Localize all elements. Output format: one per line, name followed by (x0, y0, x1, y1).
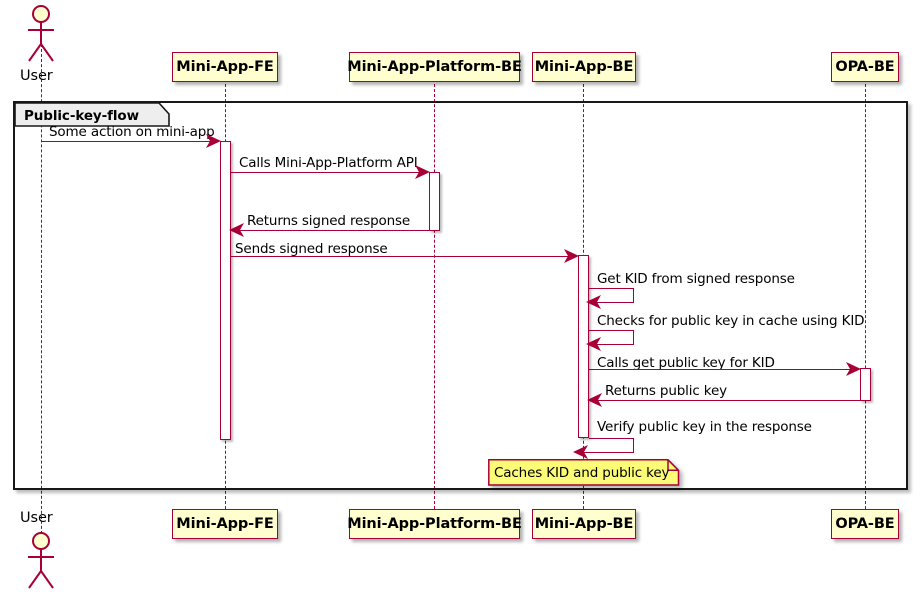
lifeline-opa-be (865, 84, 866, 509)
message-line-4 (231, 256, 577, 257)
participant-mini-app-be-top[interactable]: Mini-App-BE (532, 52, 636, 82)
lifeline-platform-be (434, 84, 435, 509)
participant-label-mini-app-platform-be-bottom: Mini-App-Platform-BE (347, 515, 522, 532)
participant-label-mini-app-platform-be-top: Mini-App-Platform-BE (347, 58, 522, 75)
message-label-8: Returns public key (605, 383, 727, 399)
avatar-user-top (28, 5, 54, 62)
message-arrowhead-2 (415, 165, 430, 179)
message-label-7: Calls get public key for KID (597, 355, 775, 371)
message-line-8 (591, 400, 860, 401)
message-line-5-right (633, 288, 634, 302)
message-line-9-bottom (583, 452, 634, 453)
message-arrowhead-8 (587, 393, 602, 407)
activation-bar-mini-app-be (578, 255, 589, 438)
message-label-2: Calls Mini-App-Platform API (239, 155, 418, 171)
note-caches-kid-and-public-key (488, 459, 680, 486)
message-arrowhead-3 (229, 223, 244, 237)
participant-mini-app-be-bottom[interactable]: Mini-App-BE (532, 509, 636, 539)
message-line-9-right (633, 438, 634, 452)
participant-mini-app-platform-be-top[interactable]: Mini-App-Platform-BE (347, 52, 522, 82)
group-frame-public-key-flow (13, 101, 908, 490)
message-line-6-bottom (597, 344, 634, 345)
participant-mini-app-platform-be-bottom[interactable]: Mini-App-Platform-BE (347, 509, 522, 539)
message-line-9-top (589, 438, 634, 439)
message-line-6-right (633, 330, 634, 344)
group-frame-tab (15, 103, 170, 127)
participant-mini-app-fe-top[interactable]: Mini-App-FE (172, 52, 278, 82)
avatar-user-bottom (28, 532, 54, 589)
message-arrowhead-1 (206, 134, 221, 148)
participant-opa-be-bottom[interactable]: OPA-BE (831, 509, 899, 539)
participant-label-mini-app-be-bottom: Mini-App-BE (534, 515, 634, 532)
message-label-3: Returns signed response (247, 213, 411, 229)
participant-label-opa-be-bottom: OPA-BE (835, 515, 895, 532)
message-line-3 (233, 230, 429, 231)
message-arrowhead-9 (573, 445, 588, 459)
message-arrowhead-7 (846, 362, 861, 376)
message-label-6: Checks for public key in cache using KID (597, 313, 865, 329)
message-line-7 (589, 369, 859, 370)
message-arrowhead-6 (586, 337, 601, 351)
message-label-5: Get KID from signed response (597, 271, 795, 287)
message-label-1: Some action on mini-app (49, 124, 215, 140)
message-label-4: Sends signed response (235, 241, 388, 257)
message-line-5-bottom (597, 302, 634, 303)
participant-label-opa-be-top: OPA-BE (835, 58, 895, 75)
note-label-caches-kid-and-public-key: Caches KID and public key (494, 465, 670, 481)
activation-bar-opa-be (860, 368, 871, 401)
message-line-2 (231, 172, 428, 173)
activation-bar-mini-app-fe (220, 141, 231, 440)
lifeline-user (41, 44, 42, 549)
participant-label-mini-app-be-top: Mini-App-BE (534, 58, 634, 75)
message-line-1 (41, 141, 219, 142)
message-arrowhead-5 (586, 295, 601, 309)
participant-opa-be-top[interactable]: OPA-BE (831, 52, 899, 82)
participant-label-mini-app-fe-top: Mini-App-FE (176, 58, 274, 75)
message-line-6-top (589, 330, 634, 331)
group-frame-label: Public-key-flow (24, 108, 139, 124)
message-arrowhead-4 (564, 249, 579, 263)
participant-label-user-bottom: User (20, 510, 53, 526)
message-line-5-top (589, 288, 634, 289)
message-label-9: Verify public key in the response (597, 419, 812, 435)
participant-mini-app-fe-bottom[interactable]: Mini-App-FE (172, 509, 278, 539)
participant-label-user-top: User (20, 68, 53, 84)
activation-bar-mini-app-platform-be (429, 172, 440, 231)
participant-label-mini-app-fe-bottom: Mini-App-FE (176, 515, 274, 532)
